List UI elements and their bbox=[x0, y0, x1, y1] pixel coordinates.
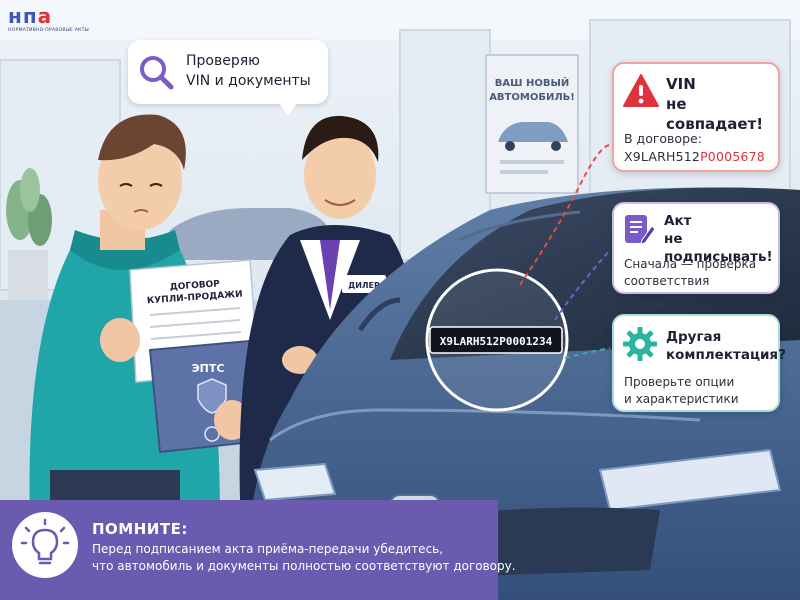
act-card-body-line1: Сначала — проверка bbox=[624, 257, 757, 271]
banner-line1: Перед подписанием акта приёма-передачи у… bbox=[92, 542, 444, 556]
epts-label: ЭПТС bbox=[192, 362, 225, 375]
poster-line2: АВТОМОБИЛЬ! bbox=[489, 92, 575, 103]
bubble-text: Проверяю VIN и документы bbox=[186, 51, 311, 91]
showroom-poster: ВАШ НОВЫЙ АВТОМОБИЛЬ! bbox=[485, 54, 579, 194]
equipment-card-title-line1: Другая bbox=[666, 329, 722, 345]
document-pen-icon bbox=[625, 215, 656, 245]
equipment-card-title-line2: комплектация? bbox=[666, 347, 786, 363]
equipment-card-body-line1: Проверьте опции bbox=[624, 375, 735, 389]
equipment-card-body-line2: и характеристики bbox=[624, 392, 739, 406]
banner-icon-circle bbox=[12, 512, 78, 578]
contract-vin: X9LARH512P0005678 bbox=[624, 148, 765, 166]
banner-line2: что автомобиль и документы полностью соо… bbox=[92, 559, 516, 573]
windshield-vin-text: X9LARH512P0001234 bbox=[440, 335, 553, 348]
act-card-title-line2: не подписывать! bbox=[664, 231, 773, 265]
banner-text: Перед подписанием акта приёма-передачи у… bbox=[92, 541, 516, 575]
vin-mismatch-card: VIN не совпадает! В договоре: X9LARH512P… bbox=[612, 62, 780, 172]
act-card-body-line2: соответствия bbox=[624, 274, 710, 288]
magnifier-icon bbox=[140, 56, 174, 90]
banner-title: ПОМНИТЕ: bbox=[92, 520, 188, 538]
act-warning-card: Акт не подписывать! Сначала — проверка с… bbox=[612, 202, 780, 294]
vin-card-title-line2: не совпадает! bbox=[666, 95, 764, 133]
logo-subtitle: НОРМАТИВНО-ПРАВОВЫЕ АКТЫ bbox=[8, 28, 89, 33]
logo-mark: нпа bbox=[8, 6, 88, 26]
contract-vin-prefix: X9LARH512 bbox=[624, 149, 701, 164]
vin-card-title-line1: VIN bbox=[666, 75, 696, 93]
vin-card-label: В договоре: bbox=[624, 131, 702, 146]
equipment-card: Другая комплектация? Проверьте опции и х… bbox=[612, 314, 786, 412]
poster-line1: ВАШ НОВЫЙ bbox=[495, 76, 569, 89]
reminder-banner bbox=[0, 500, 498, 600]
lightbulb-icon bbox=[20, 518, 70, 565]
logo: нпа НОРМАТИВНО-ПРАВОВЫЕ АКТЫ bbox=[8, 6, 89, 42]
bubble-line2: VIN и документы bbox=[186, 73, 311, 89]
bubble-line1: Проверяю bbox=[186, 53, 260, 69]
logo-text-part1: нп bbox=[8, 4, 38, 28]
gear-icon bbox=[623, 327, 657, 361]
dealer-badge: ДИЛЕР bbox=[348, 281, 380, 290]
logo-text-part2: а bbox=[37, 4, 53, 28]
customer-speech-bubble: Проверяю VIN и документы bbox=[128, 40, 328, 116]
act-card-title-line1: Акт bbox=[664, 213, 692, 229]
windshield-vin-plate: X9LARH512P0001234 bbox=[425, 268, 569, 412]
alert-icon bbox=[623, 74, 659, 107]
contract-title-line1: ДОГОВОР bbox=[169, 279, 220, 293]
contract-vin-suffix: P0005678 bbox=[700, 149, 765, 164]
